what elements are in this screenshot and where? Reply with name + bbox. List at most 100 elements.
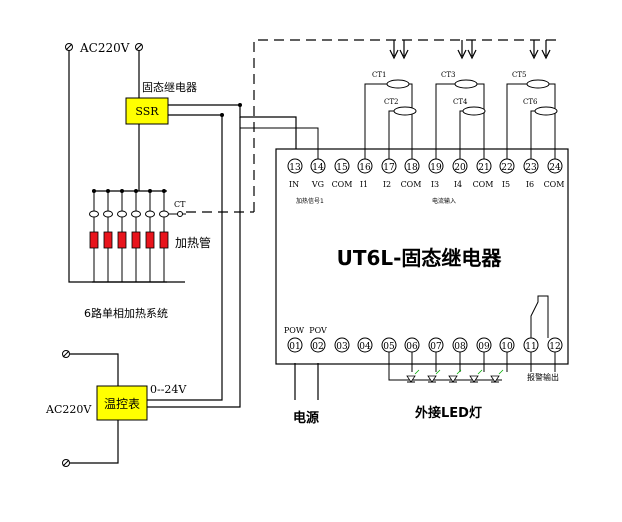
terminal-03: 03	[334, 337, 350, 353]
svg-text:21: 21	[478, 163, 489, 173]
ct-dashed-bus	[253, 39, 562, 212]
svg-text:17: 17	[383, 163, 395, 173]
terminal-04: 04	[357, 337, 373, 353]
vg-wire	[240, 127, 319, 159]
svg-text:02: 02	[312, 342, 323, 352]
svg-text:CT6: CT6	[523, 98, 538, 106]
svg-text:08: 08	[454, 342, 466, 352]
controller-power-wire-1	[70, 353, 119, 386]
led-icon	[406, 369, 420, 383]
svg-text:13: 13	[289, 163, 301, 173]
terminal-06: 06	[404, 337, 420, 353]
ac-bottom-label: AC220V	[45, 403, 92, 416]
svg-text:I5: I5	[502, 180, 510, 189]
ut6l-module	[275, 148, 569, 365]
svg-text:04: 04	[359, 342, 371, 352]
svg-text:COM: COM	[473, 180, 494, 189]
svg-text:IN: IN	[289, 180, 299, 189]
svg-text:CT2: CT2	[384, 98, 398, 106]
controller-signal-wire	[160, 117, 241, 408]
ct-arrows	[389, 40, 551, 60]
ssr-block-title: 固态继电器	[142, 81, 197, 94]
controller-box-label: 温控表	[104, 397, 140, 411]
system-caption: 6路单相加热系统	[84, 307, 168, 320]
svg-text:06: 06	[406, 342, 418, 352]
svg-text:01: 01	[289, 342, 300, 352]
svg-text:CT3: CT3	[441, 71, 455, 79]
svg-text:03: 03	[336, 342, 348, 352]
heater-channel	[159, 189, 169, 282]
svg-text:11: 11	[525, 342, 536, 352]
svg-text:CT1: CT1	[372, 71, 386, 79]
ac-top-terminal-right	[135, 43, 143, 51]
svg-text:14: 14	[312, 163, 324, 173]
svg-text:16: 16	[359, 163, 371, 173]
svg-text:05: 05	[383, 342, 395, 352]
svg-text:I2: I2	[383, 180, 391, 189]
current-input-label: 电流输入	[432, 197, 456, 205]
terminal-05: 05	[381, 337, 397, 353]
svg-text:20: 20	[454, 163, 466, 173]
alarm-output-label: 报警输出	[527, 372, 559, 382]
svg-text:COM: COM	[544, 180, 565, 189]
alarm-relay-contact	[530, 295, 549, 338]
led-icon	[448, 369, 462, 383]
terminal-07: 07	[428, 337, 444, 353]
svg-text:12: 12	[549, 342, 560, 352]
svg-text:23: 23	[525, 163, 537, 173]
terminal-01: 01	[287, 337, 303, 353]
ac-bottom-terminal-bottom	[62, 459, 70, 467]
svg-text:I4: I4	[454, 180, 462, 189]
heater-channel	[117, 189, 127, 282]
terminal-11: 11	[523, 337, 539, 353]
svg-text:07: 07	[430, 342, 442, 352]
heater-label: 加热管	[175, 235, 211, 250]
controller-power-wire-2	[70, 420, 119, 464]
terminal-12: 12	[547, 337, 563, 353]
svg-text:19: 19	[430, 163, 442, 173]
ct-label: CT	[174, 200, 186, 209]
terminal-09: 09	[476, 337, 492, 353]
svg-text:24: 24	[549, 163, 561, 173]
heater-channel	[103, 189, 113, 282]
module-title: UT6L-固态继电器	[337, 246, 503, 270]
svg-text:I1: I1	[360, 180, 368, 189]
led-icon	[490, 369, 504, 383]
svg-text:18: 18	[406, 163, 418, 173]
svg-text:COM: COM	[332, 180, 353, 189]
ac-top-terminal-left	[65, 43, 73, 51]
controller-box	[96, 385, 148, 421]
heating-signal-label: 加热信号1	[296, 197, 324, 205]
svg-text:COM: COM	[401, 180, 422, 189]
svg-text:CT4: CT4	[453, 98, 468, 106]
pov-label: POV	[309, 326, 327, 335]
power-label: 电源	[293, 410, 319, 426]
svg-text:15: 15	[336, 163, 348, 173]
led-icon	[427, 369, 441, 383]
ct-tap-node	[177, 211, 183, 217]
ssr-box-label: SSR	[135, 105, 159, 118]
ac-top-label: AC220V	[79, 41, 130, 55]
led-icon	[469, 369, 483, 383]
ssr-ctrl-wire-return	[160, 114, 223, 401]
svg-text:CT5: CT5	[512, 71, 526, 79]
terminal-10: 10	[499, 337, 515, 353]
pow-label: POW	[284, 326, 305, 335]
terminal-08: 08	[452, 337, 468, 353]
svg-text:I3: I3	[431, 180, 439, 189]
led-icons	[406, 369, 504, 383]
svg-text:I6: I6	[526, 180, 534, 189]
junction-dot	[238, 103, 242, 107]
heater-channel	[89, 189, 99, 282]
svg-text:09: 09	[478, 342, 490, 352]
svg-text:10: 10	[501, 342, 513, 352]
heater-channel	[131, 189, 141, 282]
terminal-02: 02	[310, 337, 326, 353]
ct-sensor-group-3: CT5 CT6	[506, 71, 558, 159]
